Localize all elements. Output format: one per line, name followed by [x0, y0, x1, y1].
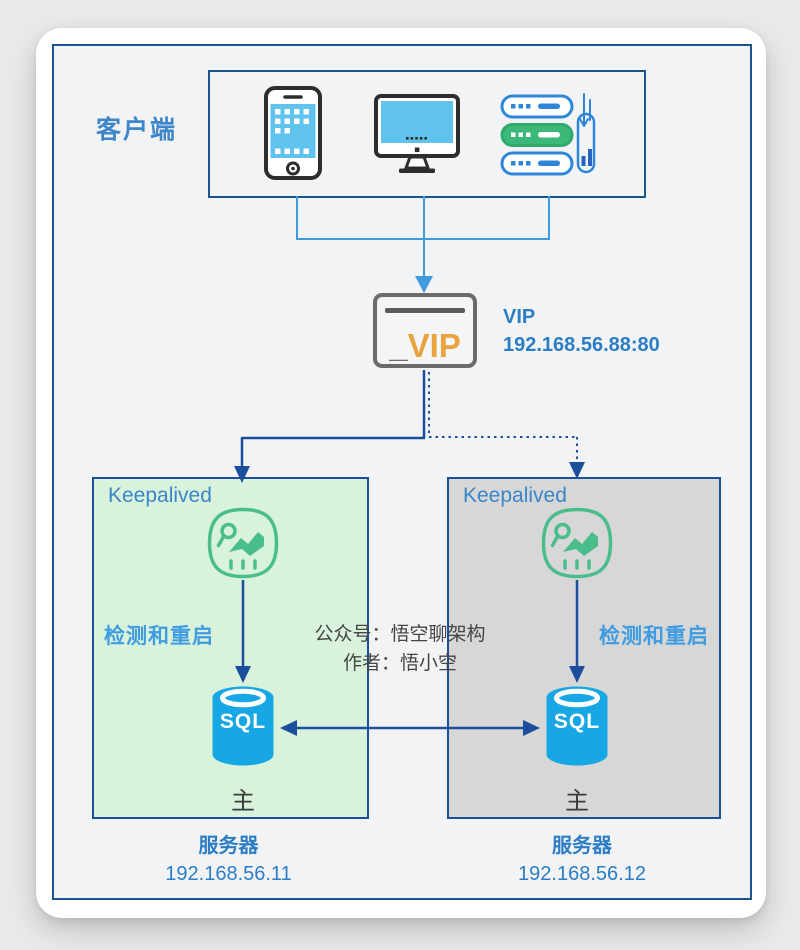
keepalived-label-master: Keepalived [108, 484, 212, 507]
vip-box: _VIP [373, 293, 477, 368]
action-label-backup: 检测和重启 [599, 625, 709, 648]
role-label-master: 主 [231, 788, 255, 815]
action-label-master: 检测和重启 [104, 625, 214, 648]
database-icon [546, 686, 608, 766]
smartphone-icon [264, 86, 322, 180]
watermark: 公众号：悟空聊架构 作者：悟小空 [300, 620, 500, 678]
vip-box-text: _VIP [377, 328, 473, 364]
vip-word: VIP [407, 327, 461, 364]
server-label-backup: 服务器 192.168.56.12 [447, 832, 717, 888]
client-box [208, 70, 646, 198]
vip-window-bar [385, 308, 465, 313]
vip-ip: 192.168.56.88:80 [503, 334, 660, 356]
vip-address-label: VIP 192.168.56.88:80 [503, 303, 660, 359]
monitor-icon [541, 507, 613, 579]
client-label: 客户端 [96, 116, 178, 144]
server-name: 服务器 [198, 835, 259, 857]
monitor-icon [207, 507, 279, 579]
vip-title: VIP [503, 306, 536, 328]
desktop-icon [374, 94, 460, 173]
role-label-backup: 主 [565, 788, 589, 815]
vip-underscore: _ [389, 327, 408, 364]
server-ip: 192.168.56.12 [518, 863, 646, 885]
server-rack-icon [500, 93, 596, 176]
db-label-master: SQL [219, 710, 267, 733]
server-label-master: 服务器 192.168.56.11 [92, 832, 365, 888]
server-name: 服务器 [552, 835, 612, 857]
keepalived-label-backup: Keepalived [463, 484, 567, 507]
watermark-line1: 公众号：悟空聊架构 [314, 624, 486, 645]
watermark-line2: 作者：悟小空 [342, 653, 457, 674]
database-icon [212, 686, 274, 766]
server-ip: 192.168.56.11 [165, 863, 292, 885]
db-label-backup: SQL [553, 710, 601, 733]
